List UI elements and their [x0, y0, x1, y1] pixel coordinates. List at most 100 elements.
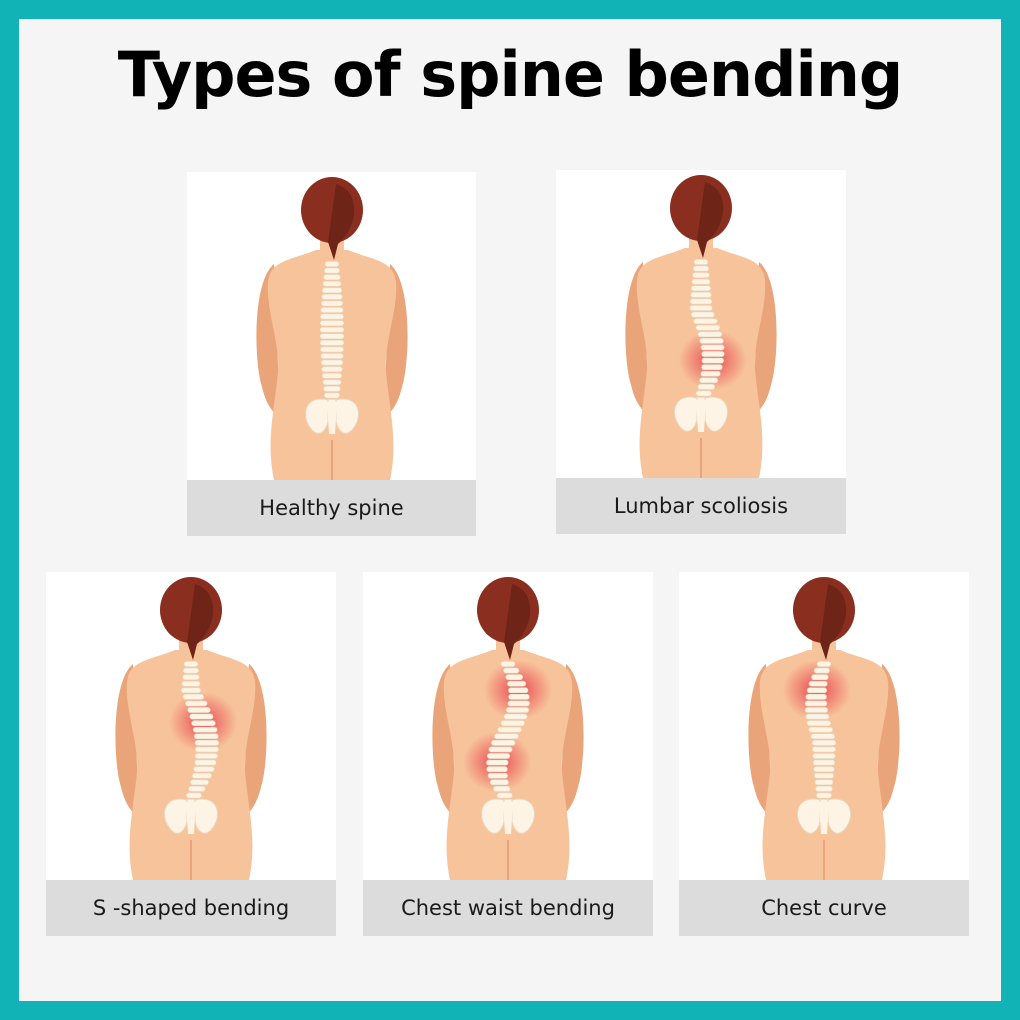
vertebra — [320, 353, 344, 359]
panel-label: Chest waist bending — [363, 880, 653, 936]
pelvis-left — [480, 798, 505, 834]
vertebra — [321, 287, 343, 294]
vertebra — [187, 707, 211, 713]
ponytail — [187, 584, 214, 660]
vertebra — [695, 324, 721, 331]
vertebra — [320, 346, 344, 353]
vertebra — [692, 272, 710, 279]
vertebra — [182, 667, 200, 674]
left-arm — [625, 262, 659, 418]
left-arm — [115, 664, 149, 820]
vertebra — [487, 772, 508, 779]
sacrum — [819, 802, 829, 834]
panel-label: Lumbar scoliosis — [556, 478, 846, 534]
vertebra — [491, 739, 516, 746]
vertebra — [508, 693, 530, 700]
vertebra — [805, 713, 830, 720]
vertebra — [813, 667, 830, 674]
vertebra — [185, 700, 208, 707]
vertebra — [810, 733, 836, 740]
pelvis-right — [194, 798, 219, 834]
sacrum — [696, 400, 706, 432]
sacrum — [186, 802, 196, 834]
panel-healthy-spine: Healthy spine — [187, 172, 476, 536]
vertebra — [320, 359, 344, 366]
vertebra — [701, 364, 723, 371]
pelvis-right — [335, 398, 360, 434]
vertebra — [486, 753, 511, 759]
figure-illustration — [256, 177, 408, 480]
vertebra — [806, 687, 828, 694]
vertebra — [701, 351, 725, 357]
panel-lumbar-scoliosis: Lumbar scoliosis — [556, 170, 846, 534]
right-arm — [374, 264, 408, 420]
vertebra — [699, 377, 719, 384]
vertebra — [189, 713, 214, 720]
vertebra — [503, 713, 528, 720]
vertebra — [806, 720, 832, 727]
vertebra — [323, 392, 341, 399]
pelvis-right — [704, 396, 729, 432]
ponytail — [820, 584, 847, 660]
vertebra — [692, 265, 710, 272]
vertebra — [815, 792, 833, 799]
vertebra — [323, 267, 341, 274]
panel-label: Chest curve — [679, 880, 969, 936]
vertebra — [816, 661, 832, 667]
vertebra — [188, 785, 206, 792]
vertebra — [182, 674, 200, 681]
vertebra — [813, 766, 835, 773]
pelvis-right — [511, 798, 536, 834]
figure-illustration — [432, 577, 584, 880]
vertebra — [321, 372, 343, 379]
panel-chest-waist-bending: Chest waist bending — [363, 572, 653, 936]
vertebra — [697, 331, 723, 338]
vertebra — [321, 366, 343, 373]
right-arm — [743, 262, 777, 418]
vertebra — [194, 733, 219, 740]
pelvis-left — [796, 798, 821, 834]
ponytail — [697, 182, 724, 258]
vertebra — [496, 792, 513, 799]
vertebra — [489, 779, 509, 786]
vertebra — [321, 293, 343, 300]
right-arm — [866, 664, 900, 820]
figure-illustration — [115, 577, 267, 880]
vertebra — [701, 357, 724, 364]
vertebra — [805, 693, 827, 700]
vertebra — [190, 779, 209, 786]
vertebra — [811, 674, 829, 681]
sacrum — [327, 402, 337, 434]
vertebra — [693, 318, 718, 325]
vertebra — [700, 344, 725, 351]
pelvis-right — [827, 798, 852, 834]
vertebra — [193, 766, 215, 773]
vertebra — [808, 726, 834, 733]
vertebra — [691, 278, 711, 285]
vertebra — [323, 274, 341, 281]
vertebra — [813, 772, 835, 779]
vertebra — [183, 661, 199, 667]
vertebra — [500, 720, 525, 727]
vertebra — [808, 680, 828, 687]
vertebra — [493, 785, 511, 792]
pelvis-left — [673, 396, 698, 432]
vertebra — [194, 739, 220, 746]
vertebra — [185, 792, 203, 799]
vertebra — [180, 687, 202, 694]
vertebra — [322, 280, 342, 287]
vertebra — [505, 707, 530, 713]
vertebra — [319, 333, 345, 340]
vertebra — [814, 779, 834, 786]
figure-illustration — [748, 577, 900, 880]
vertebra — [697, 383, 716, 390]
vertebra — [181, 680, 201, 687]
vertebra — [700, 370, 721, 377]
vertebra — [507, 700, 530, 707]
vertebra — [486, 766, 508, 773]
vertebra — [324, 261, 340, 267]
vertebra — [323, 385, 341, 392]
vertebra — [497, 726, 522, 733]
vertebra — [811, 739, 837, 746]
vertebra — [319, 326, 345, 333]
